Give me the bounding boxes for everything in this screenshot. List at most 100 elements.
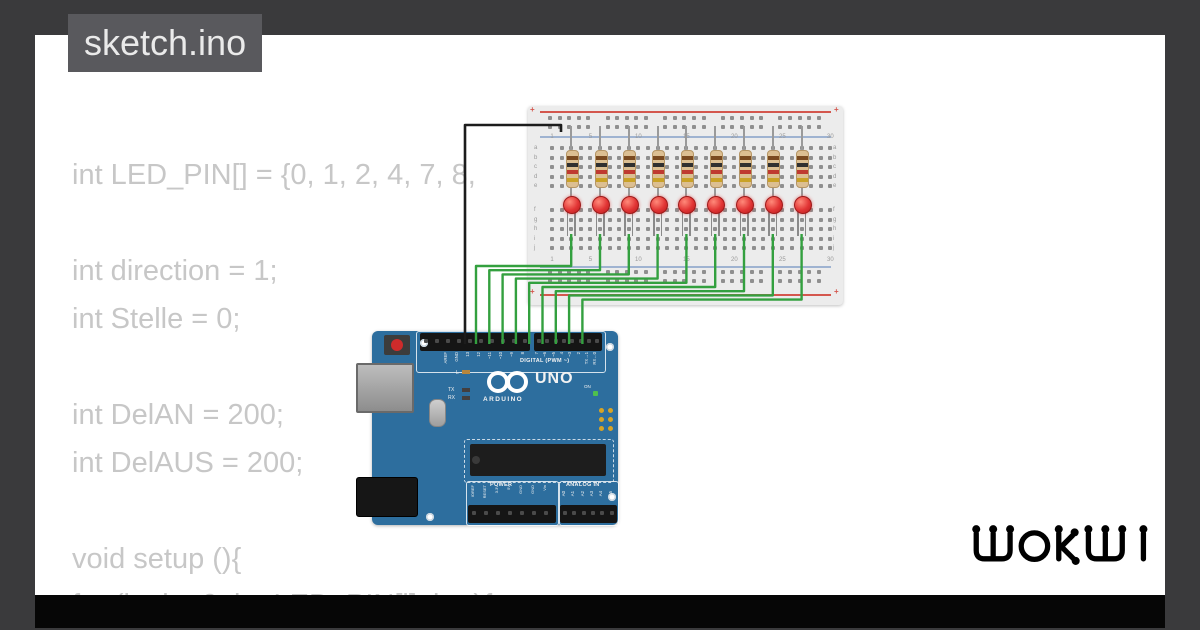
breadboard-hole bbox=[749, 125, 754, 129]
breadboard-hole bbox=[809, 246, 814, 250]
breadboard-hole bbox=[720, 279, 725, 283]
breadboard-hole bbox=[722, 184, 727, 188]
led[interactable] bbox=[563, 196, 582, 214]
breadboard-hole bbox=[778, 279, 783, 283]
breadboard-hole bbox=[636, 165, 641, 169]
resistor[interactable] bbox=[623, 150, 637, 188]
breadboard-hole bbox=[550, 217, 554, 222]
row-letter: j bbox=[833, 245, 835, 251]
arduino-uno-board[interactable]: DIGITAL (PWM ~) L TX RX UNO ARDUINO ON P… bbox=[356, 331, 619, 526]
breadboard-hole bbox=[665, 217, 670, 222]
breadboard-hole bbox=[828, 227, 833, 231]
resistor-lead bbox=[743, 186, 745, 196]
row-letter: h bbox=[833, 226, 837, 232]
led[interactable] bbox=[592, 196, 610, 214]
breadboard-hole bbox=[567, 116, 572, 120]
pin bbox=[609, 511, 614, 515]
row-letter: b bbox=[534, 154, 538, 161]
led-leg bbox=[739, 212, 742, 236]
breadboard-hole bbox=[732, 246, 737, 250]
pin bbox=[553, 339, 558, 343]
breadboard-hole bbox=[828, 208, 833, 212]
breadboard-hole bbox=[694, 208, 698, 212]
resistor-band bbox=[797, 156, 809, 160]
led[interactable] bbox=[620, 196, 639, 214]
resistor[interactable] bbox=[565, 150, 579, 188]
plus-sign: + bbox=[834, 287, 839, 296]
breadboard-hole bbox=[605, 125, 610, 129]
breadboard-hole bbox=[634, 270, 639, 274]
breadboard-hole bbox=[567, 125, 572, 129]
pin bbox=[479, 339, 483, 343]
breadboard-hole bbox=[790, 208, 794, 212]
column-number: 30 bbox=[827, 134, 834, 140]
led-leg bbox=[653, 212, 655, 236]
led[interactable] bbox=[736, 196, 754, 214]
pin-label: 13 bbox=[465, 352, 470, 357]
led[interactable] bbox=[793, 196, 812, 214]
breadboard-hole bbox=[790, 227, 794, 231]
resistor-band bbox=[653, 156, 665, 160]
breadboard-hole bbox=[588, 227, 593, 231]
breadboard-hole bbox=[722, 217, 727, 222]
resistor-band bbox=[566, 170, 578, 174]
column-number: 25 bbox=[779, 134, 786, 140]
breadboard-hole bbox=[759, 125, 764, 129]
row-letter: a bbox=[534, 145, 538, 151]
breadboard-hole bbox=[720, 116, 725, 120]
pin bbox=[435, 339, 439, 343]
icsp-pad bbox=[599, 426, 604, 431]
breadboard-hole bbox=[759, 270, 764, 274]
file-tab[interactable]: sketch.ino bbox=[68, 14, 263, 72]
resistor[interactable] bbox=[652, 150, 666, 188]
breadboard-hole bbox=[578, 184, 583, 188]
column-number: 25 bbox=[779, 257, 786, 263]
breadboard-hole bbox=[780, 227, 785, 231]
breadboard-hole bbox=[586, 125, 591, 129]
breadboard-hole bbox=[751, 165, 756, 169]
breadboard-hole bbox=[588, 236, 593, 241]
pin-label: A2 bbox=[579, 491, 585, 497]
breadboard-hole bbox=[674, 155, 679, 160]
breadboard-hole bbox=[749, 270, 754, 274]
breadboard-hole bbox=[617, 236, 622, 241]
breadboard[interactable]: ++++115510101515202025253030aabbccddeeff… bbox=[528, 106, 843, 305]
resistor[interactable] bbox=[738, 150, 752, 188]
breadboard-hole bbox=[617, 217, 622, 222]
breadboard-hole bbox=[550, 227, 554, 231]
breadboard-hole bbox=[674, 246, 679, 250]
pin bbox=[512, 339, 516, 343]
breadboard-hole bbox=[598, 246, 602, 250]
row-letter: g bbox=[833, 216, 837, 223]
breadboard-hole bbox=[674, 174, 679, 179]
breadboard-hole bbox=[559, 236, 564, 241]
pin bbox=[581, 511, 586, 515]
breadboard-hole bbox=[692, 125, 696, 129]
reset-button[interactable] bbox=[391, 339, 403, 351]
led[interactable] bbox=[678, 196, 697, 214]
resistor-band bbox=[566, 163, 578, 167]
icsp-pad bbox=[608, 408, 613, 413]
breadboard-hole bbox=[578, 155, 583, 160]
breadboard-hole bbox=[732, 146, 737, 150]
led[interactable] bbox=[649, 196, 668, 214]
resistor[interactable] bbox=[709, 150, 723, 188]
breadboard-hole bbox=[569, 236, 574, 241]
breadboard-hole bbox=[751, 174, 756, 179]
resistor[interactable] bbox=[796, 150, 810, 188]
row-letter: e bbox=[534, 183, 538, 189]
breadboard-hole bbox=[672, 270, 677, 274]
pin bbox=[537, 339, 541, 343]
breadboard-hole bbox=[816, 270, 821, 274]
resistor[interactable] bbox=[767, 150, 781, 188]
breadboard-hole bbox=[722, 246, 727, 250]
breadboard-hole bbox=[816, 116, 821, 120]
led[interactable] bbox=[764, 196, 783, 214]
breadboard-hole bbox=[665, 236, 670, 241]
resistor[interactable] bbox=[594, 150, 608, 188]
resistor[interactable] bbox=[680, 150, 694, 188]
tx-led-label: TX bbox=[448, 387, 455, 393]
resistor-lead bbox=[599, 126, 601, 150]
led[interactable] bbox=[707, 196, 726, 214]
breadboard-hole bbox=[674, 146, 679, 150]
